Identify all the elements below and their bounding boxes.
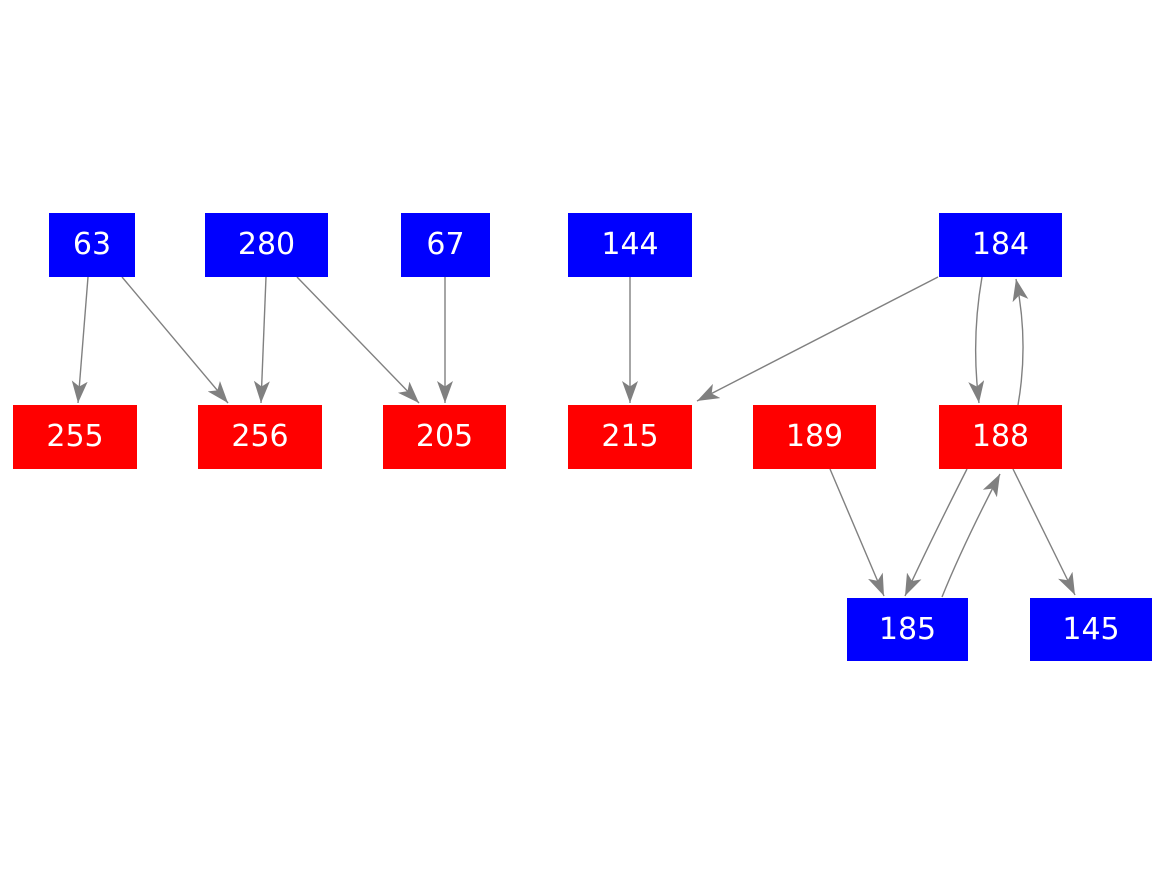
node-255: 255	[13, 405, 137, 469]
node-189: 189	[753, 405, 876, 469]
node-label: 63	[72, 227, 112, 262]
node-185: 185	[847, 598, 968, 661]
node-label: 67	[426, 227, 465, 262]
edge-63-to-256	[121, 276, 229, 404]
node-label: 185	[878, 611, 937, 647]
node-label: 189	[785, 419, 844, 454]
node-67: 67	[401, 213, 490, 277]
edge-185-to-188	[941, 473, 1001, 598]
node-label: 255	[46, 419, 104, 454]
node-280: 280	[205, 213, 328, 277]
edge-189-to-185	[829, 468, 885, 597]
node-label: 188	[971, 419, 1030, 454]
edge-280-to-205	[296, 276, 420, 404]
node-label: 144	[601, 227, 659, 262]
node-184: 184	[939, 213, 1062, 277]
node-188: 188	[939, 405, 1062, 469]
node-label: 184	[971, 227, 1030, 262]
node-205: 205	[383, 405, 506, 469]
edge-280-to-256	[253, 276, 270, 404]
node-215: 215	[568, 405, 692, 469]
node-label: 205	[415, 419, 474, 454]
node-label: 215	[601, 419, 659, 454]
node-256: 256	[198, 405, 322, 469]
edge-188-to-184	[1012, 278, 1029, 406]
node-label: 280	[237, 227, 296, 262]
edge-63-to-255	[71, 276, 89, 404]
edge-184-to-215	[696, 276, 939, 402]
node-145: 145	[1030, 598, 1152, 661]
edge-184-to-188	[968, 276, 985, 404]
edge-188-to-145	[1012, 468, 1076, 596]
node-144: 144	[568, 213, 692, 277]
edge-188-to-185	[904, 468, 968, 597]
node-63: 63	[49, 213, 135, 277]
node-label: 256	[231, 419, 289, 454]
node-label: 145	[1062, 611, 1120, 647]
